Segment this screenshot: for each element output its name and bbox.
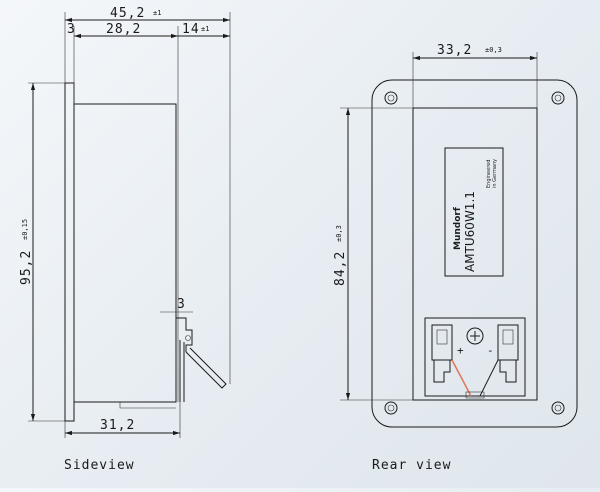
rear-body [412, 107, 538, 401]
dim-total-tol: ±1 [153, 9, 161, 17]
side-body [73, 103, 177, 403]
dim-height-value-rear: 84,2 [333, 251, 348, 286]
terminal-minus: - [487, 344, 494, 357]
rear-plate [371, 79, 578, 428]
product-label: Mundorf AMTU60W1.1 Engineered in Germany [444, 147, 504, 277]
label-note-2: in Germany [492, 159, 498, 188]
rear-view-caption: Rear view [372, 458, 451, 473]
side-flange [64, 82, 75, 422]
dim-width-value: 33,2 [437, 43, 472, 58]
dim-body-value: 28,2 [106, 22, 141, 37]
dim-flange-value: 3 [67, 22, 76, 37]
rear-view: Mundorf AMTU60W1.1 Engineered in Germany… [333, 43, 578, 473]
dim-terminal-value: 14 [182, 22, 200, 37]
dim-height-tol: ±0,15 [21, 219, 29, 240]
dim-height-tol-rear: ±0,3 [335, 225, 343, 242]
side-view: 45,2 ±1 3 28,2 14 ±1 95,2 ±0,15 3 31,2 S… [19, 6, 231, 473]
screw-icon [466, 327, 484, 345]
mounting-holes [384, 91, 565, 415]
terminal-block: + - [424, 317, 526, 399]
dim-terminal-gap: 3 [177, 297, 186, 312]
side-view-caption: Sideview [64, 458, 135, 473]
dim-total-value: 45,2 [110, 6, 145, 21]
label-brand: Mundorf [453, 207, 463, 250]
dim-bottom-value: 31,2 [100, 418, 135, 433]
label-note-1: Engineered [486, 160, 492, 188]
dim-terminal-tol: ±1 [201, 25, 209, 33]
side-terminal [176, 317, 227, 402]
dim-width-tol: ±0,3 [485, 46, 502, 54]
label-model: AMTU60W1.1 [463, 191, 477, 272]
terminal-plus: + [457, 344, 464, 357]
dim-height-value: 95,2 [19, 250, 34, 285]
